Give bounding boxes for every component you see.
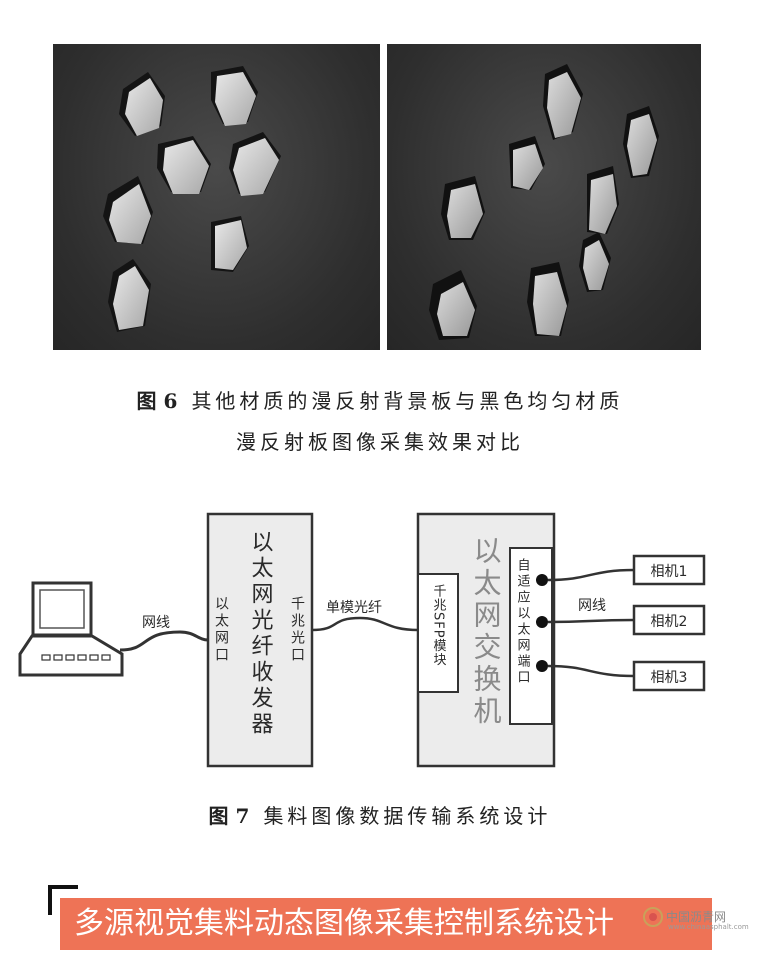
cable-right-label: 网线: [578, 598, 606, 614]
sfp-module-box: [417, 573, 459, 693]
transceiver-port-right: 千兆光口: [289, 596, 305, 664]
figure6-caption-line1: 图 6 其他材质的漫反射背景板与黑色均匀材质: [0, 385, 760, 414]
camera1-label: 相机1: [651, 564, 688, 580]
aggregate-stones-right: [429, 64, 659, 340]
transceiver-title: 以太网光纤收发器: [248, 530, 274, 738]
cable-camera2: [547, 618, 635, 624]
cable-camera1: [547, 568, 635, 582]
port-dot-1: [536, 574, 548, 586]
watermark-name: 中国沥青网: [666, 910, 727, 924]
photo-other-material-backboard: [53, 44, 380, 350]
switch-ports-label: 自适应以太网端口: [515, 558, 531, 686]
figure6-caption-line2: 漫反射板图像采集效果对比: [236, 430, 524, 454]
figure7-number: 图 7: [208, 804, 250, 828]
data-transmission-diagram: 网线 以太网口 以太网光纤收发器 千兆光口 单模光纤 千兆SFP模块 以太网交换…: [18, 512, 706, 768]
figure6-number: 图 6: [136, 389, 178, 413]
cable-left-label: 网线: [142, 615, 170, 631]
figure7-caption: 图 7 集料图像数据传输系统设计: [0, 800, 760, 829]
figure7-caption-text: 集料图像数据传输系统设计: [263, 804, 552, 828]
photo-black-uniform-backboard: [387, 44, 701, 350]
port-dot-3: [536, 660, 548, 672]
article-title-banner: 多源视觉集料动态图像采集控制系统设计: [60, 898, 712, 950]
computer-icon: [18, 581, 124, 677]
aggregate-stones-left: [103, 66, 281, 332]
switch-title: 以太网交换机: [470, 536, 503, 728]
fiber-line: [311, 616, 419, 632]
camera3-label: 相机3: [651, 670, 688, 686]
cable-camera3: [547, 664, 635, 678]
camera1-box: [632, 554, 706, 586]
sfp-module-label: 千兆SFP模块: [431, 584, 447, 667]
banner-title: 多源视觉集料动态图像采集控制系统设计: [74, 906, 614, 941]
fiber-transceiver-box: [206, 512, 314, 768]
cable-left-line: [119, 630, 209, 652]
camera2-label: 相机2: [651, 614, 688, 630]
transceiver-port-left: 以太网口: [213, 596, 229, 664]
watermark: 中国沥青网 www.chinaasphalt.com: [640, 902, 750, 938]
watermark-url: www.chinaasphalt.com: [668, 923, 749, 931]
camera3-box: [632, 660, 706, 692]
figure6-caption-text1: 其他材质的漫反射背景板与黑色均匀材质: [191, 389, 624, 413]
fiber-label: 单模光纤: [326, 600, 382, 616]
watermark-logo-icon: [643, 907, 663, 927]
port-dot-2: [536, 616, 548, 628]
camera2-box: [632, 604, 706, 636]
banner-corner-bracket: [48, 885, 78, 915]
